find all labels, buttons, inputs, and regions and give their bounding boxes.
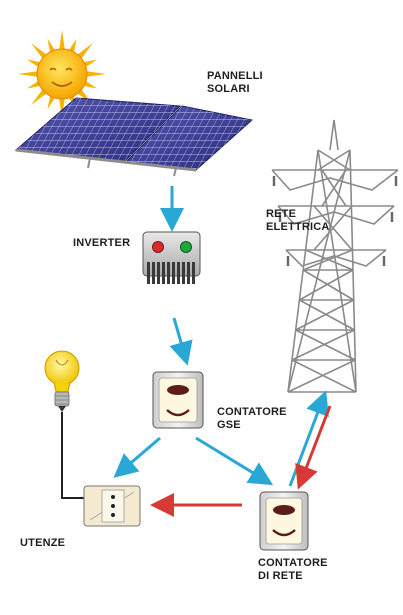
label-grid: RETE ELETTRICA [266,208,330,233]
light-bulb-icon [44,350,80,412]
grid-meter-icon [259,491,309,551]
label-inverter: INVERTER [73,237,131,249]
label-gse-meter: CONTATORE GSE [217,406,287,431]
sun-icon [18,30,106,118]
label-utilities: UTENZE [20,537,66,549]
utilities-panel-icon [61,412,141,527]
flow-arrows [113,186,332,517]
label-solar-panels: PANNELLI SOLARI [207,70,263,95]
flow-arrow-gse-meter-to-grid-meter [195,436,274,486]
flow-arrow-grid-to-grid-meter [295,405,332,490]
pylon-icon [271,119,399,393]
flow-arrow-inverter-to-gse-meter [169,317,193,366]
label-grid-meter: CONTATORE DI RETE [258,557,328,582]
solar-panels-icon [14,97,254,177]
inverter-icon [142,231,201,284]
flow-arrow-gse-meter-to-utilities [113,436,161,478]
gse-meter-icon [152,371,204,429]
flow-arrow-grid-meter-to-grid [288,390,329,487]
